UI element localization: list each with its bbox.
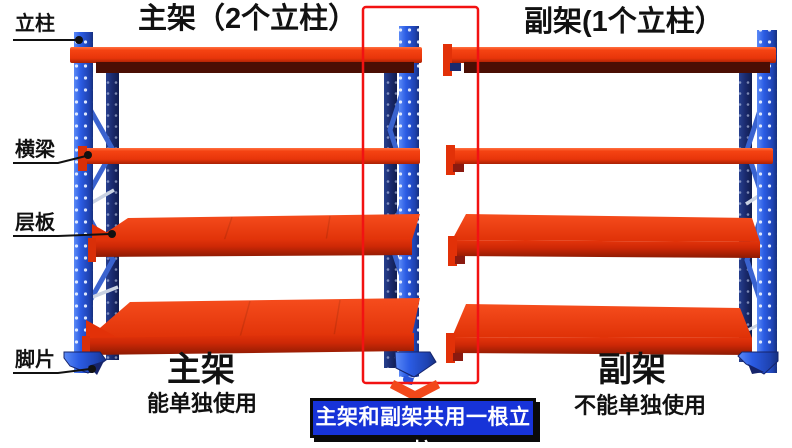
connector-hook	[453, 353, 463, 361]
free-connector-plate	[448, 236, 457, 266]
perforations	[739, 60, 752, 362]
shelf-seam	[325, 215, 331, 242]
shelf-pointer-line	[13, 233, 111, 237]
main-shelf-front-level3	[92, 238, 412, 257]
main-left-foot	[63, 351, 107, 374]
beam-end-plate	[82, 336, 90, 360]
free-connector-plate	[446, 145, 455, 175]
shelf-seam	[223, 216, 233, 242]
shelf-label: 层板	[15, 212, 55, 234]
shelf-seam	[239, 300, 251, 338]
sub-shelf-shadow-level1	[464, 62, 770, 73]
shared-column-highlight-box	[361, 5, 480, 385]
beam-pointer-line	[13, 155, 87, 164]
free-connector-plate	[443, 44, 452, 76]
sub-rack-note: 不能单独使用	[574, 393, 707, 418]
main-rack-title: 主架（2个立柱）	[138, 3, 358, 35]
connector-hook	[453, 164, 464, 172]
sub-beam-level2	[449, 148, 773, 164]
perforations	[74, 32, 93, 373]
shelf-pointer-dot	[108, 230, 116, 238]
shelf-corner-bracket	[92, 224, 124, 242]
sub-rack-name: 副架	[598, 351, 666, 389]
beam-pointer-dot	[84, 151, 92, 159]
foot-label: 脚片	[15, 349, 55, 371]
connector-hook	[450, 63, 461, 71]
sub-shelf-front-level4	[452, 337, 752, 355]
main-beam-level1	[70, 47, 422, 63]
pointer-dots	[75, 36, 116, 373]
connector-hook	[455, 256, 465, 264]
perforations	[106, 60, 119, 360]
sub-shelf-level3	[452, 214, 760, 242]
sub-shelf-level4	[452, 304, 752, 338]
shared-column-banner: 主架和副架共用一根立柱	[310, 398, 536, 448]
perforations	[757, 30, 777, 373]
sub-shelf-front-level3	[452, 240, 760, 258]
free-connector-plate	[446, 333, 455, 363]
pointer-lines	[13, 39, 111, 374]
sub-rack-title: 副架(1个立柱）	[524, 6, 724, 38]
shelf-corner-bracket	[86, 320, 120, 339]
beam-end-plate	[88, 238, 96, 262]
main-rack	[63, 26, 437, 385]
beam-label: 横梁	[15, 139, 55, 161]
main-shelf-front-level4	[86, 333, 414, 355]
shelf-seam	[333, 299, 341, 337]
shared-foot	[394, 351, 437, 378]
main-shelf-shadow-level1	[96, 62, 414, 73]
foot-shadow	[88, 361, 104, 375]
left-frame-rod	[89, 285, 119, 300]
main-rack-note: 能单独使用	[147, 391, 258, 416]
sub-rack	[443, 30, 779, 375]
foot-shadow	[748, 364, 764, 374]
column-pointer-dot	[75, 36, 83, 44]
down-chevron-icon	[389, 380, 441, 402]
perforations	[399, 26, 419, 377]
column-label: 立柱	[15, 13, 55, 35]
sub-rack-foot	[737, 351, 779, 375]
sub-beam-level1	[446, 47, 776, 63]
foot-pointer-dot	[88, 365, 96, 373]
foot-pointer-line	[13, 368, 91, 374]
beam-end-plate	[78, 146, 87, 171]
main-shelf-level4	[86, 298, 420, 340]
main-shelf-level3	[92, 214, 420, 242]
main-beam-level2	[80, 148, 420, 164]
main-rack-name: 主架	[167, 351, 235, 389]
